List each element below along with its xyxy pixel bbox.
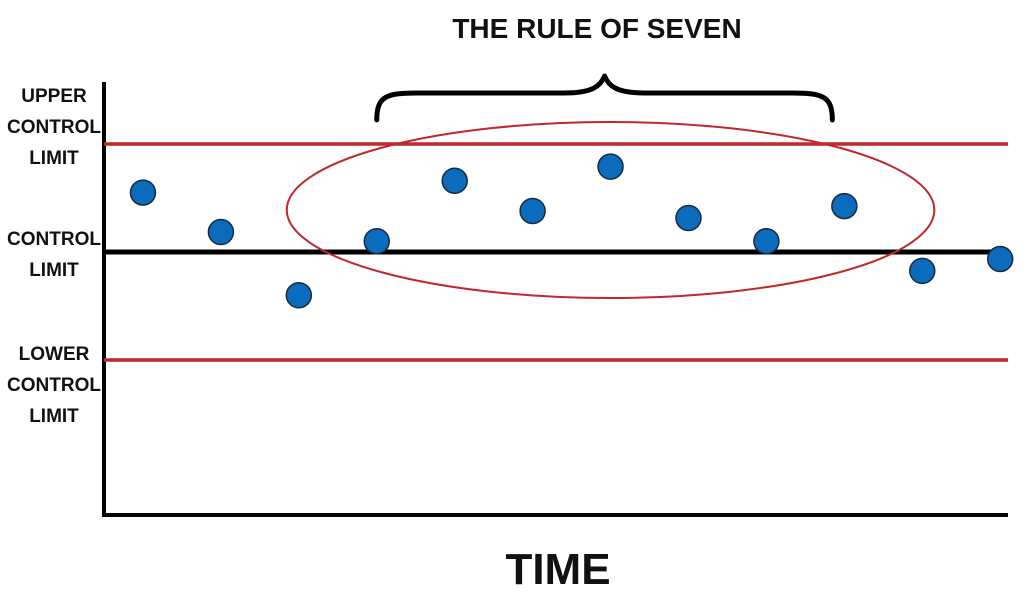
lcl-label-line-2: CONTROL <box>7 375 101 396</box>
lcl-label-line-1: LOWER <box>19 344 90 365</box>
ucl-label-line-2: CONTROL <box>7 117 101 138</box>
rule-of-seven-ellipse <box>285 121 936 299</box>
ucl-label-line-1: UPPER <box>21 86 87 107</box>
lcl-label-line-3: LIMIT <box>29 406 79 427</box>
data-point-9 <box>753 227 780 255</box>
data-point-2 <box>207 218 235 246</box>
data-point-6 <box>519 197 546 225</box>
chart-title: THE RULE OF SEVEN <box>452 13 741 44</box>
cl-label-line-2: LIMIT <box>29 260 79 281</box>
data-point-7 <box>597 153 624 180</box>
data-point-5 <box>441 167 468 194</box>
rule-of-seven-brace <box>374 73 835 123</box>
cl-label-line-1: CONTROL <box>7 229 101 250</box>
data-point-11 <box>909 257 936 285</box>
data-point-12 <box>986 245 1014 273</box>
ucl-label-line-3: LIMIT <box>29 148 79 169</box>
data-point-4 <box>363 227 391 255</box>
data-point-8 <box>675 204 702 232</box>
x-axis-label: TIME <box>505 545 610 594</box>
data-point-10 <box>831 192 858 220</box>
data-point-3 <box>285 281 313 309</box>
data-point-1 <box>129 179 157 206</box>
